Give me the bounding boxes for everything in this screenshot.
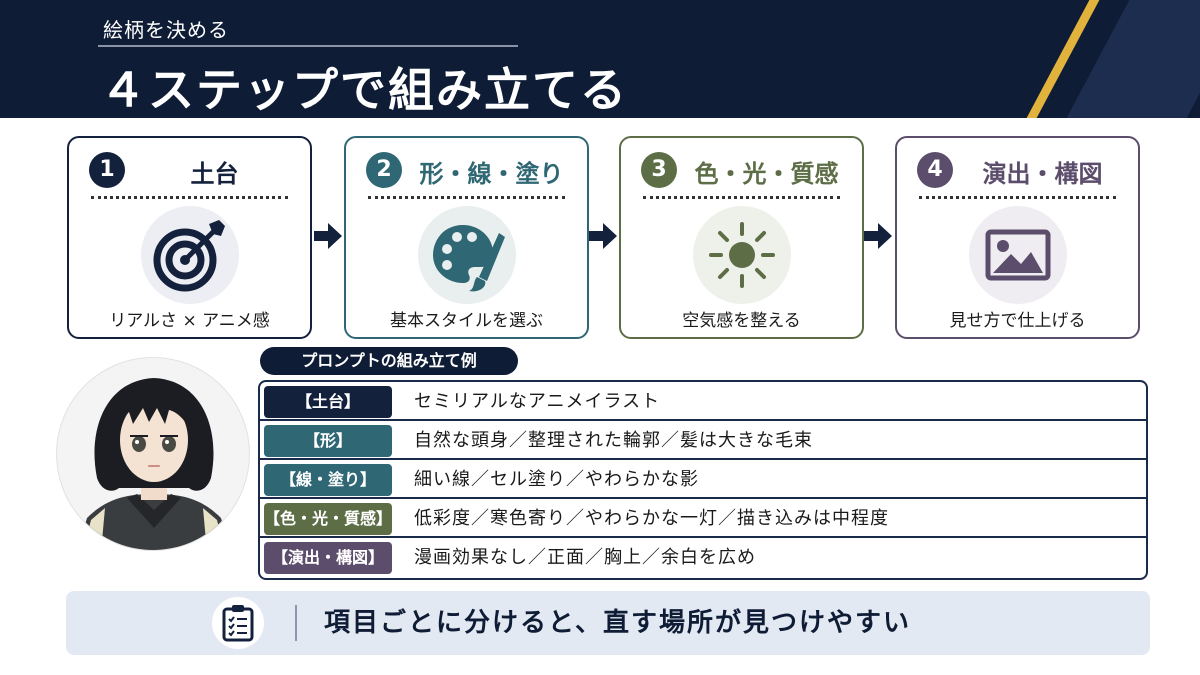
step-number-badge: 1 <box>89 152 125 188</box>
step-card-3: 3 色・光・質感 空気感を整える <box>619 136 864 339</box>
step-number-badge: 4 <box>917 152 953 188</box>
row-text: 細い線／セル塗り／やわらかな影 <box>414 469 699 490</box>
step-number-badge: 3 <box>641 152 677 188</box>
header-bar: 絵柄を決める ４ステップで組み立てる <box>0 0 1200 118</box>
dotted-divider <box>91 196 288 199</box>
banner-divider <box>295 605 297 641</box>
prompt-example-title: プロンプトの組み立て例 <box>260 347 518 375</box>
arrow-right-icon <box>864 223 892 249</box>
icon-circle <box>693 206 791 304</box>
row-label: 【線・塗り】 <box>264 464 392 496</box>
icon-circle <box>212 597 264 649</box>
row-label: 【形】 <box>264 425 392 457</box>
header-divider <box>98 45 518 47</box>
icon-circle <box>969 206 1067 304</box>
table-row: 【演出・構図】 漫画効果なし／正面／胸上／余白を広め <box>260 538 1146 577</box>
step-card-1: 1 土台 リアルさ × アニメ感 <box>67 136 312 339</box>
arrow-right-icon <box>314 223 342 249</box>
image-icon <box>985 229 1051 281</box>
row-text: 低彩度／寒色寄り／やわらかな一灯／描き込みは中程度 <box>414 508 889 529</box>
table-row: 【形】 自然な頭身／整理された輪郭／髪は大きな毛束 <box>260 421 1146 460</box>
clipboard-checklist-icon <box>222 605 254 642</box>
row-text: セミリアルなアニメイラスト <box>414 391 661 412</box>
palette-icon <box>433 225 505 292</box>
sun-icon <box>709 222 775 288</box>
table-row: 【土台】 セミリアルなアニメイラスト <box>260 382 1146 421</box>
table-row: 【色・光・質感】 低彩度／寒色寄り／やわらかな一灯／描き込みは中程度 <box>260 499 1146 538</box>
dotted-divider <box>643 196 840 199</box>
anime-girl-portrait <box>56 357 250 551</box>
step-label: 色・光・質感 <box>694 160 839 188</box>
step-card-4: 4 演出・構図 見せ方で仕上げる <box>895 136 1140 339</box>
step-number-badge: 2 <box>366 152 402 188</box>
dotted-divider <box>368 196 565 199</box>
row-label: 【演出・構図】 <box>264 542 392 574</box>
page-title: ４ステップで組み立てる <box>100 63 628 117</box>
step-card-2: 2 形・線・塗り 基本スタイルを選ぶ <box>344 136 589 339</box>
table-row: 【線・塗り】 細い線／セル塗り／やわらかな影 <box>260 460 1146 499</box>
row-text: 自然な頭身／整理された輪郭／髪は大きな毛束 <box>414 430 813 451</box>
icon-circle <box>141 206 239 304</box>
prompt-example-table: 【土台】 セミリアルなアニメイラスト 【形】 自然な頭身／整理された輪郭／髪は大… <box>258 380 1148 580</box>
header-subtitle: 絵柄を決める <box>103 18 229 42</box>
icon-circle <box>418 206 516 304</box>
row-label: 【色・光・質感】 <box>264 503 392 535</box>
target-icon <box>153 220 225 292</box>
row-label: 【土台】 <box>264 386 392 418</box>
step-caption: 見せ方で仕上げる <box>949 311 1086 331</box>
step-caption: リアルさ × アニメ感 <box>109 311 270 331</box>
step-label: 土台 <box>190 160 239 188</box>
step-caption: 基本スタイルを選ぶ <box>390 311 543 331</box>
tip-text: 項目ごとに分けると、直す場所が見つけやすい <box>324 608 911 638</box>
step-caption: 空気感を整える <box>682 311 801 331</box>
dotted-divider <box>919 196 1116 199</box>
step-label: 形・線・塗り <box>419 160 564 188</box>
step-label: 演出・構図 <box>982 160 1103 188</box>
row-text: 漫画効果なし／正面／胸上／余白を広め <box>414 547 756 568</box>
tip-banner: 項目ごとに分けると、直す場所が見つけやすい <box>66 591 1150 655</box>
arrow-right-icon <box>589 223 617 249</box>
